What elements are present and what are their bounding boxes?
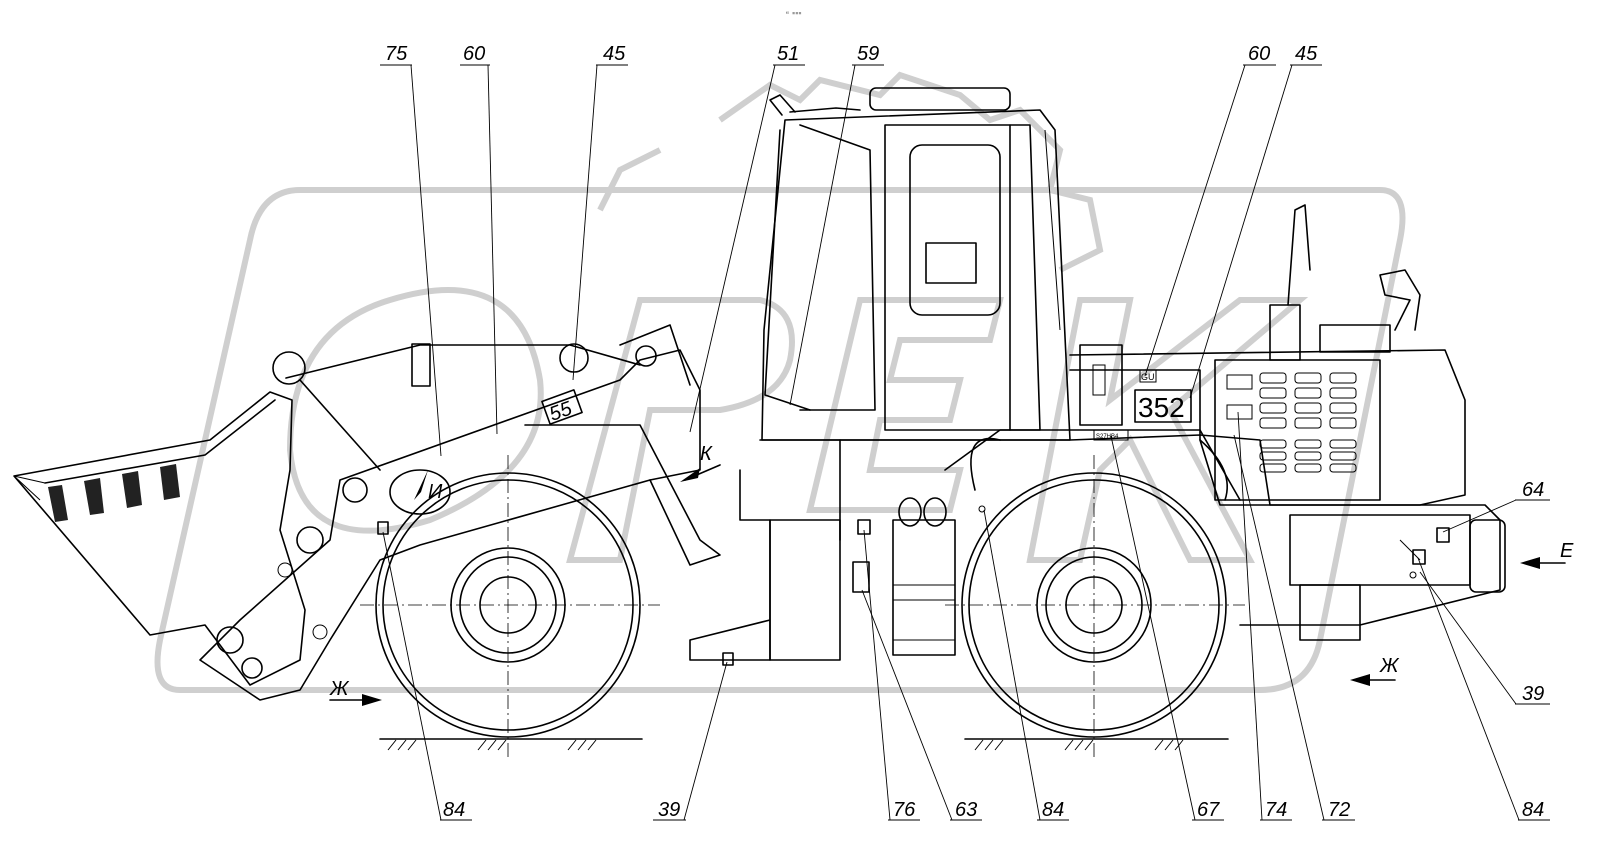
callout-72: 72 (1328, 799, 1350, 821)
chassis-frame (689, 429, 1501, 661)
boom-arm (199, 324, 721, 701)
callout-39-a: 39 (658, 799, 680, 821)
callout-64: 64 (1522, 479, 1544, 501)
callout-67: 67 (1197, 799, 1220, 821)
callout-51: 51 (777, 43, 799, 65)
view-marker-E: Е (1520, 540, 1574, 569)
callout-45-right: 45 (1295, 43, 1318, 65)
gu-plate-text: GU (1141, 372, 1155, 382)
view-marker-K-text: К (700, 443, 713, 465)
rear-badge-text: 352 (1138, 392, 1185, 423)
callouts-right: 64 39 (1419, 479, 1550, 705)
ground-lines (379, 738, 1229, 751)
rear-decal: S27НВ4 (1093, 429, 1129, 441)
hydraulic-tank (892, 344, 1123, 656)
front-badge-text: 55 (546, 397, 575, 426)
view-marker-Zh-rear: Ж (1350, 655, 1400, 686)
callout-60-right: 60 (1248, 43, 1270, 65)
header-mark: ⁌ ▪▪▪ (785, 8, 802, 18)
callout-45-left: 45 (603, 43, 626, 65)
view-marker-Zh-front-text: Ж (329, 678, 350, 700)
rear-wheel (945, 455, 1245, 760)
callout-84-c: 84 (1522, 799, 1544, 821)
callout-59: 59 (857, 43, 879, 65)
view-marker-K: К (680, 443, 721, 482)
watermark-logo (154, 71, 1406, 693)
callouts-top: 75 60 45 51 59 60 45 (380, 43, 1322, 457)
rear-badge: 352 (1134, 389, 1192, 423)
callout-39-b: 39 (1522, 683, 1544, 705)
counterweight (1289, 514, 1506, 641)
callout-75: 75 (385, 43, 408, 65)
view-marker-I: И (389, 469, 451, 515)
operator-cab (761, 87, 1071, 441)
gu-plate: GU (1139, 369, 1157, 383)
view-marker-Zh-front: Ж (329, 678, 382, 706)
callout-63: 63 (955, 799, 977, 821)
rear-decal-text: S27НВ4 (1096, 434, 1119, 440)
front-badge: 55 (541, 389, 583, 426)
view-marker-E-text: Е (1560, 540, 1574, 562)
callout-60-left: 60 (463, 43, 485, 65)
callout-76: 76 (893, 799, 916, 821)
engine-hood (1069, 204, 1466, 506)
view-marker-I-text: И (428, 481, 443, 503)
hood-grille (1259, 372, 1357, 473)
front-wheel (360, 455, 660, 760)
callout-84-b: 84 (1042, 799, 1064, 821)
callout-84-a: 84 (443, 799, 465, 821)
callout-74: 74 (1265, 799, 1287, 821)
safety-decals (377, 505, 1450, 666)
callouts-bottom: 84 39 76 63 84 67 74 72 84 (382, 411, 1550, 821)
view-marker-Zh-rear-text: Ж (1379, 655, 1400, 677)
